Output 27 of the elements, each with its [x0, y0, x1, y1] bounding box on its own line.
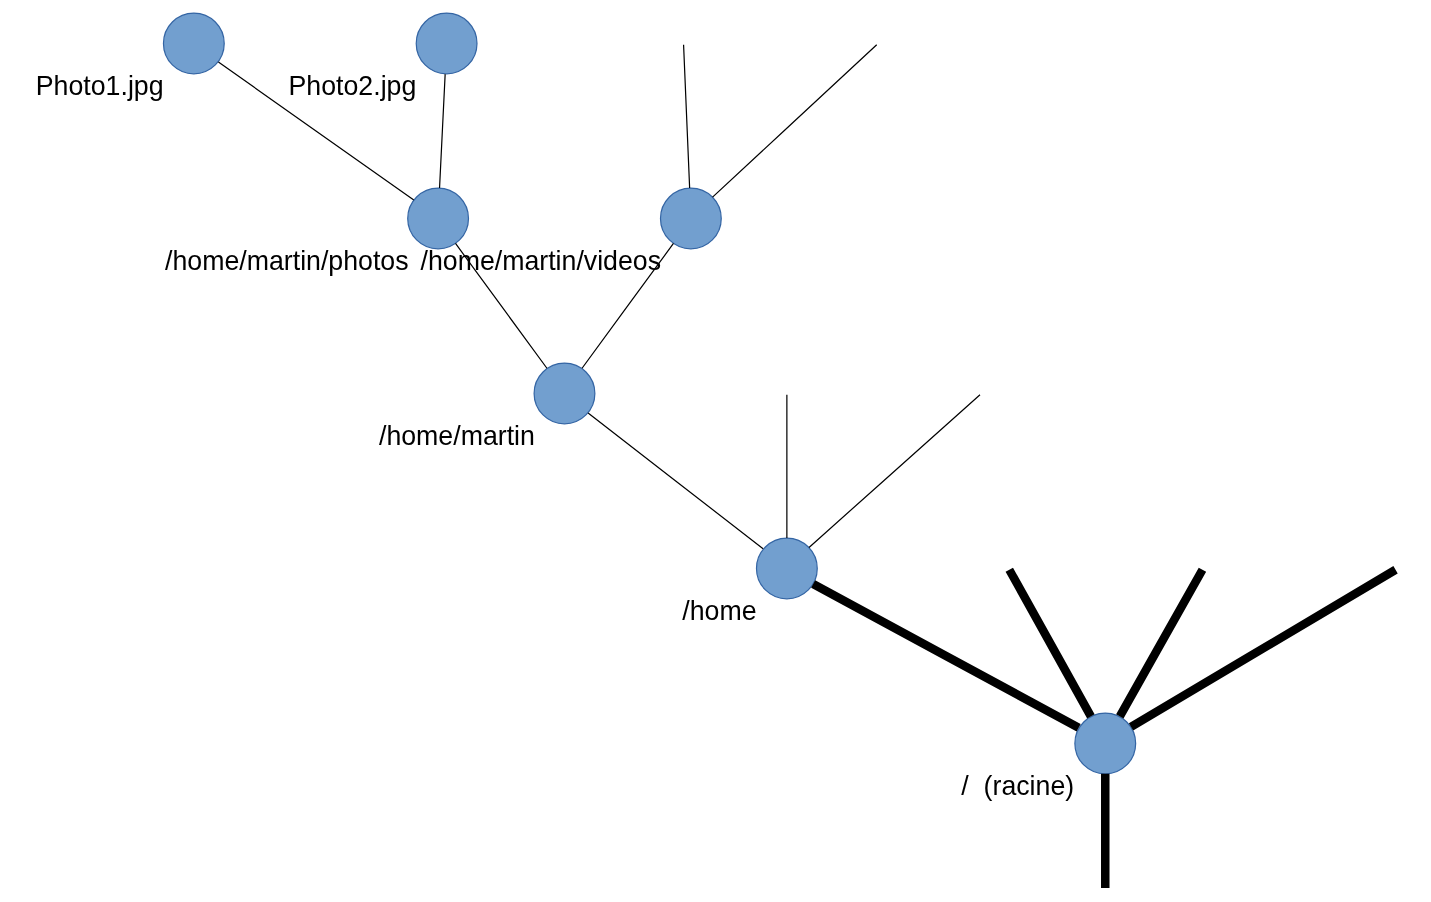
connector — [1115, 567, 1206, 719]
node-label: / (racine) — [960, 771, 1074, 802]
connector — [682, 44, 690, 189]
node-label: /home/martin — [378, 421, 535, 452]
node-circle — [533, 362, 595, 425]
node-circle — [406, 187, 469, 250]
node-circle — [755, 537, 818, 600]
connector — [438, 73, 446, 189]
connector — [580, 242, 674, 369]
node-label: Photo2.jpg — [288, 71, 416, 102]
connector — [1005, 567, 1095, 719]
connector — [711, 44, 877, 198]
connector — [1100, 773, 1109, 889]
node-circle — [162, 12, 225, 75]
node-circle — [1073, 712, 1136, 775]
connector — [1128, 566, 1398, 731]
node-label: Photo1.jpg — [35, 71, 164, 102]
node-circle — [415, 12, 478, 75]
connector — [807, 394, 981, 549]
node-label: /home — [681, 596, 757, 627]
connector — [785, 394, 787, 539]
node-circle — [659, 187, 722, 250]
node-label: /home/martin/photos — [164, 246, 409, 277]
connector — [587, 412, 764, 550]
connector — [810, 580, 1081, 732]
connector — [217, 61, 414, 201]
connector — [454, 242, 547, 369]
